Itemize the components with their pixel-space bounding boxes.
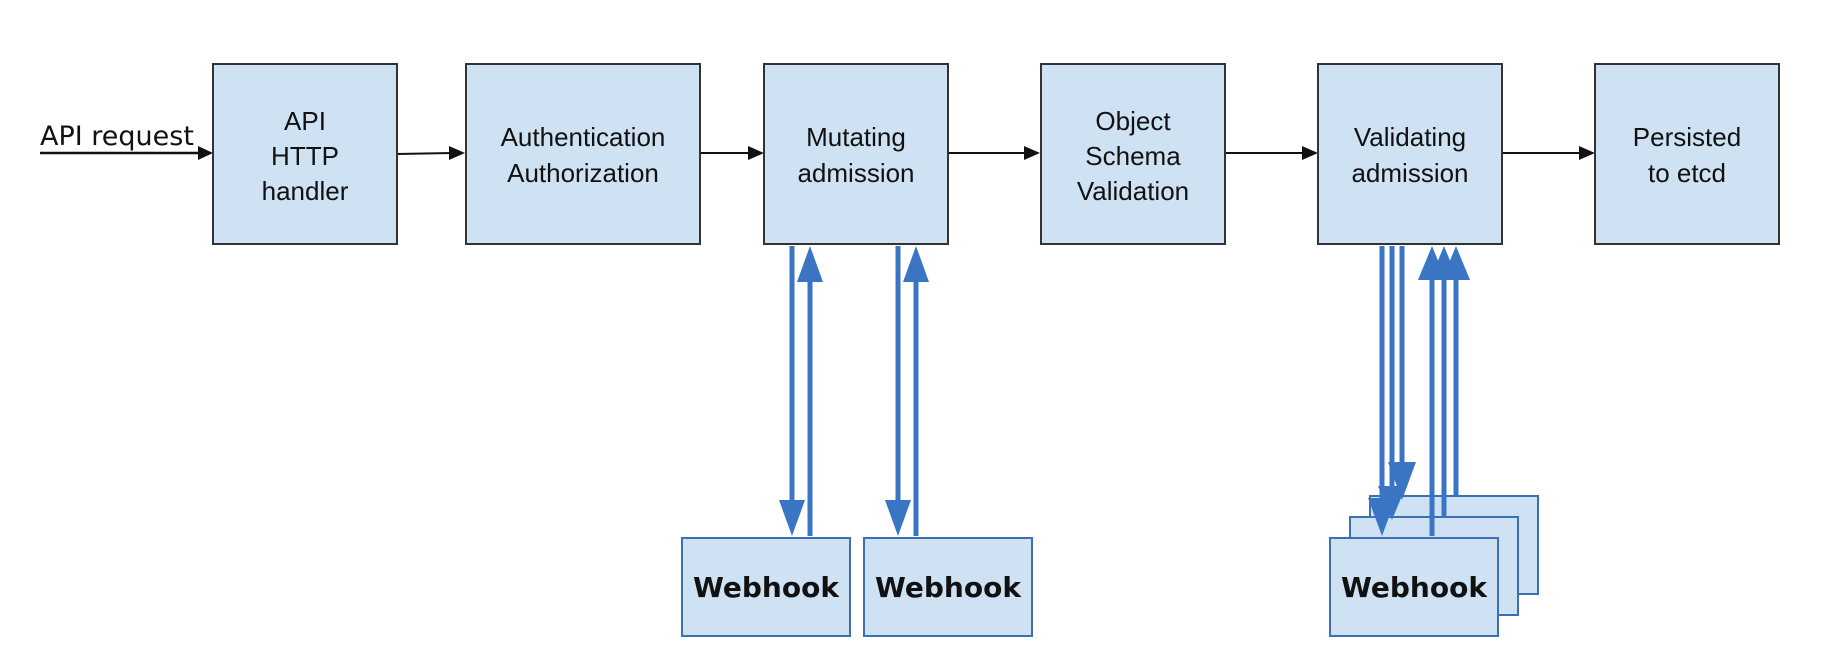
arrow-mutating-to-schema-head	[1024, 146, 1040, 160]
pipeline-arrows	[396, 146, 1595, 160]
webhook-box	[681, 537, 851, 637]
validating-request-arrowhead-3	[1388, 462, 1416, 500]
arrow-auth-to-mutating-head	[748, 146, 764, 160]
stage-persisted-to-etcd: Persisted to etcd	[1594, 63, 1780, 245]
stage-box	[212, 63, 398, 245]
stage-box	[1594, 63, 1780, 245]
stage-line: Validating	[1354, 122, 1466, 152]
stage-box	[763, 63, 949, 245]
mutating-webhook-1: Webhook	[681, 537, 851, 637]
mutating-webhook-arrows	[779, 246, 929, 536]
stage-line: admission	[797, 158, 914, 188]
stage-object-schema-validation: Object Schema Validation	[1040, 63, 1226, 245]
webhook-label: Webhook	[1341, 571, 1488, 604]
request-arrowhead	[198, 146, 213, 160]
stage-line: Mutating	[806, 122, 906, 152]
arrow-handler-to-auth-head	[449, 146, 465, 160]
webhook-label: Webhook	[875, 571, 1022, 604]
validating-webhook-arrows	[1368, 246, 1470, 536]
stage-box	[1317, 63, 1503, 245]
validating-request-arrowhead-2	[1378, 486, 1406, 520]
validating-webhook-stack: : Webhook	[1329, 495, 1539, 637]
stage-line: handler	[262, 176, 349, 206]
stage-validating-admission: Validating admission	[1317, 63, 1503, 245]
arrow-validating-to-etcd-head	[1579, 146, 1595, 160]
stage-line: Validation	[1077, 176, 1189, 206]
webhook-1-request-arrowhead	[779, 500, 805, 536]
stage-box	[465, 63, 701, 245]
stage-line: Authentication	[501, 122, 666, 152]
webhook-2-request-arrowhead	[885, 500, 911, 536]
stage-mutating-admission: Mutating admission	[763, 63, 949, 245]
api-request-input: API request	[40, 121, 213, 160]
stage-box	[1040, 63, 1226, 245]
arrow-schema-to-validating-head	[1302, 146, 1318, 160]
validating-response-arrowhead-3	[1442, 246, 1470, 280]
stage-line: Schema	[1085, 141, 1181, 171]
arrow-handler-to-auth	[396, 152, 453, 155]
mutating-webhook-2: Webhook	[863, 537, 1033, 637]
stage-line: Object	[1095, 106, 1171, 136]
stage-line: to etcd	[1648, 158, 1726, 188]
stage-authentication-authorization: Authentication Authorization	[465, 63, 701, 245]
stage-line: HTTP	[271, 141, 339, 171]
stage-line: Authorization	[507, 158, 659, 188]
webhook-box-front	[1329, 537, 1499, 637]
webhook-label: Webhook	[693, 571, 840, 604]
webhook-box	[863, 537, 1033, 637]
stage-line: Persisted	[1633, 122, 1741, 152]
webhook-1-response-arrowhead	[797, 246, 823, 282]
stage-line: API	[284, 106, 326, 136]
stage-line: admission	[1351, 158, 1468, 188]
api-request-label: API request	[40, 121, 194, 152]
stage-api-http-handler: API HTTP handler	[212, 63, 398, 245]
webhook-2-response-arrowhead	[903, 246, 929, 282]
